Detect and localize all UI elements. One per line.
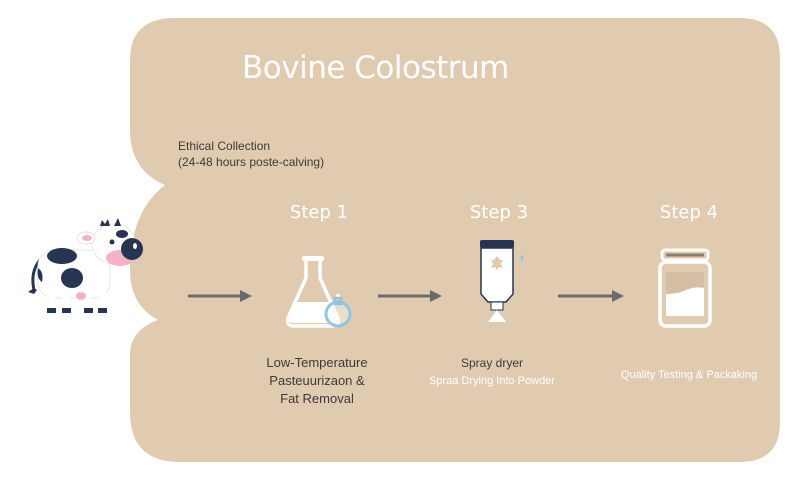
collection-info: Ethical Collection (24-48 hours poste-ca… [178, 138, 324, 170]
step-3-label: Step 3 [469, 202, 529, 223]
step-1-desc-line2: Pasteuurizaon & [269, 373, 365, 388]
cow-icon [28, 218, 143, 313]
step-3-description: Spray dryer Spraa Drying Into Powder [404, 354, 580, 390]
arrow-right-icon [558, 290, 624, 302]
collection-label: Ethical Collection [178, 139, 271, 153]
step-3-desc-line1: Spray dryer [460, 356, 524, 370]
step-1-label: Step 1 [289, 202, 349, 223]
spray-dryer-icon [480, 240, 524, 322]
flask-icon [285, 256, 352, 328]
jar-icon [658, 248, 712, 328]
step-1-desc-line3: Fat Removal [280, 391, 354, 406]
collection-detail: (24-48 hours poste-calving) [178, 155, 325, 169]
page-title: Bovine Colostrum [242, 50, 509, 86]
step-4-label: Step 4 [659, 202, 719, 223]
arrow-right-icon [378, 290, 442, 302]
step-4-desc-line1: Quality Testing & Packaking [620, 369, 758, 381]
step-4-description: Quality Testing & Packaking [606, 366, 772, 384]
arrow-right-icon [188, 290, 252, 302]
step-3-desc-line2: Spraa Drying Into Powder [429, 375, 555, 387]
step-1-desc-line1: Low-Temperature [266, 355, 368, 370]
step-1-description: Low-Temperature Pasteuurizaon & Fat Remo… [252, 354, 382, 408]
